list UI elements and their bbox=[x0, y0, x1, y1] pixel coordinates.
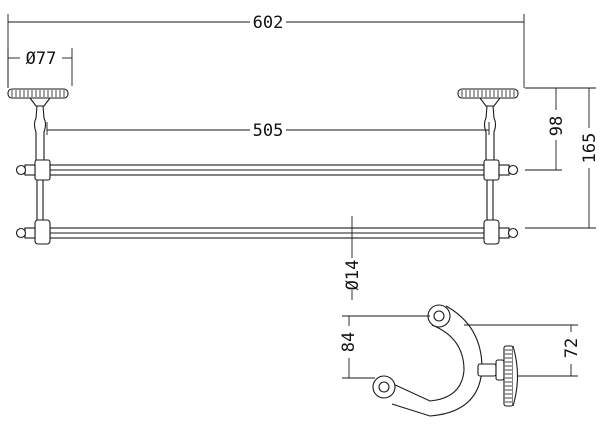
dim-label-505: 505 bbox=[253, 121, 284, 141]
right-wall-bracket bbox=[457, 88, 519, 161]
dimension-upper-offset: 98 bbox=[525, 87, 567, 171]
dim-label-98: 98 bbox=[547, 116, 567, 136]
dim-label-165: 165 bbox=[580, 133, 600, 164]
dimension-hook-height: 84 bbox=[339, 315, 430, 379]
dimension-mount-height: 72 bbox=[464, 324, 582, 377]
dim-label-84: 84 bbox=[339, 332, 359, 352]
dim-label-d77: Ø77 bbox=[26, 49, 57, 69]
front-view bbox=[7, 88, 519, 245]
dimension-overall-depth: 165 bbox=[525, 87, 600, 229]
dimension-overall-width: 602 bbox=[7, 13, 525, 88]
dim-label-602: 602 bbox=[253, 13, 284, 33]
lower-rail bbox=[15, 219, 519, 245]
left-wall-bracket bbox=[7, 88, 69, 161]
dim-label-72: 72 bbox=[562, 338, 582, 358]
upper-rail bbox=[15, 159, 519, 181]
dim-label-d14: Ø14 bbox=[343, 260, 363, 291]
dimension-bracket-diameter: Ø77 bbox=[7, 48, 73, 86]
dimension-rail-span: 505 bbox=[46, 121, 490, 141]
side-view-hook bbox=[372, 304, 519, 417]
dimension-rail-diameter: Ø14 bbox=[343, 216, 363, 300]
